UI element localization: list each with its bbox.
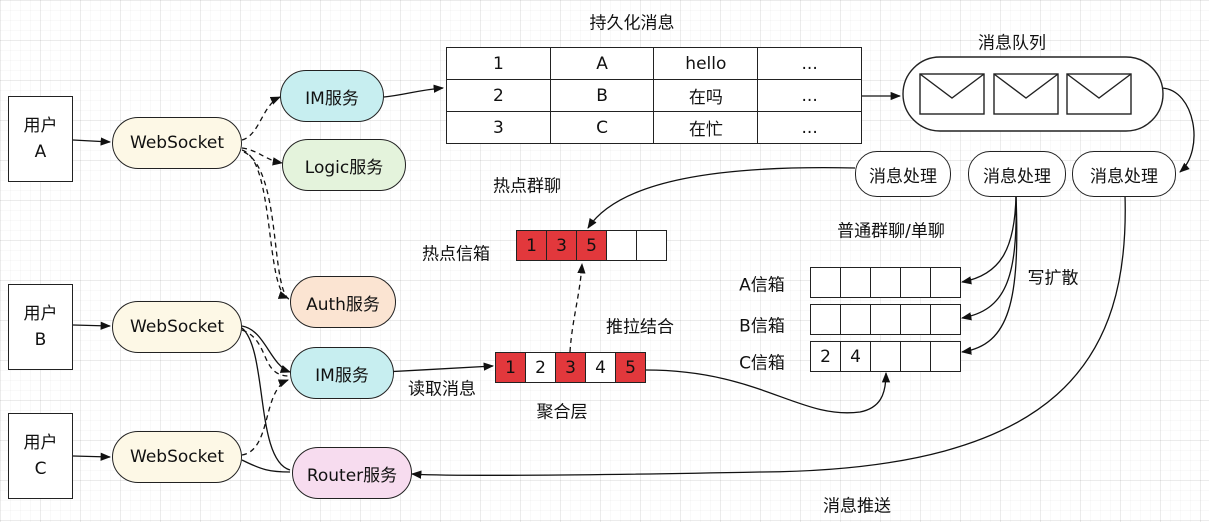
agg-cell: 5 (615, 352, 646, 383)
arrow-ws-a-im (241, 96, 281, 141)
agg-cell: 3 (555, 352, 586, 383)
arrow-proc-inbox-a (960, 194, 1017, 285)
normal-chat-title: 普通群聊/单聊 (837, 221, 945, 242)
persist-cell: 在忙 (653, 111, 759, 144)
im-service-top: IM服务 (280, 70, 384, 122)
websocket-c: WebSocket (112, 431, 242, 483)
inbox-cell (870, 304, 901, 335)
queue-title: 消息队列 (978, 33, 1046, 54)
persist-cell: A (549, 47, 655, 80)
hot-inbox-label: 热点信箱 (422, 244, 490, 265)
inbox-cell (930, 304, 961, 335)
inbox-c-label: C信箱 (739, 353, 785, 374)
auth-service: Auth服务 (290, 276, 396, 328)
inbox-c: 2 4 (810, 341, 961, 372)
arrow-ws-a-logic (241, 147, 284, 166)
envelope-icon (919, 73, 985, 115)
agg-layer-label: 聚合层 (536, 402, 588, 423)
processor-2: 消息处理 (968, 151, 1066, 197)
inbox-cell (900, 341, 931, 372)
persist-title: 持久化消息 (589, 13, 675, 34)
user-c-box: 用户 C (8, 413, 73, 499)
websocket-b: WebSocket (112, 301, 242, 353)
inbox-cell (810, 304, 841, 335)
push-label: 消息推送 (823, 496, 891, 517)
hot-inbox: 1 3 5 (516, 230, 667, 261)
persist-cell: 3 (446, 111, 551, 144)
persist-cell: C (549, 111, 655, 144)
persist-cell: ... (757, 47, 862, 80)
agg-cell: 1 (495, 352, 526, 383)
inbox-cell (870, 267, 901, 298)
hot-inbox-cell: 3 (546, 230, 577, 261)
logic-service: Logic服务 (282, 139, 406, 191)
arrow-agg-hot (569, 262, 586, 353)
arrow-agg-inbox-c (645, 369, 891, 414)
persist-cell: 1 (446, 47, 551, 80)
inbox-b (810, 304, 961, 335)
arrow-ws-b-im-2 (241, 329, 289, 377)
persist-cell: 2 (446, 79, 551, 112)
arrow-im-persist (383, 84, 445, 98)
websocket-a: WebSocket (112, 117, 242, 169)
envelope-icon (993, 73, 1059, 115)
hot-inbox-cell (636, 230, 667, 261)
aggregation-layer: 1 2 3 4 5 (495, 352, 646, 383)
envelope-icon (1066, 73, 1132, 115)
inbox-cell (870, 341, 901, 372)
inbox-cell (840, 304, 871, 335)
user-b-box: 用户 B (8, 284, 73, 370)
arrow-user-a-ws (72, 137, 112, 146)
arrow-im-agg (383, 362, 495, 373)
hot-group-title: 热点群聊 (493, 176, 561, 197)
persist-table: 1 A hello ... 2 B 在吗 ... 3 C 在忙 ... (446, 47, 862, 144)
hot-inbox-cell: 1 (516, 230, 547, 261)
arrow-user-b-ws (72, 321, 112, 330)
processor-3: 消息处理 (1072, 151, 1176, 197)
router-service: Router服务 (292, 447, 412, 499)
inbox-b-label: B信箱 (739, 316, 785, 337)
write-spread-label: 写扩散 (1027, 268, 1079, 289)
arrow-proc-inbox-b (960, 194, 1017, 321)
inbox-cell: 4 (840, 341, 871, 372)
persist-cell: 在吗 (653, 79, 759, 112)
inbox-a (810, 267, 961, 298)
message-queue (902, 56, 1164, 132)
agg-cell: 4 (585, 352, 616, 383)
arrow-proc-router (410, 194, 1126, 479)
inbox-cell (840, 267, 871, 298)
arrow-queue-proc (1161, 87, 1195, 173)
persist-cell: ... (757, 111, 862, 144)
push-pull-label: 推拉结合 (606, 317, 674, 338)
inbox-cell (930, 267, 961, 298)
hot-inbox-cell: 5 (576, 230, 607, 261)
inbox-cell (810, 267, 841, 298)
arrow-proc-hot (587, 167, 856, 229)
inbox-cell: 2 (810, 341, 841, 372)
persist-cell: ... (757, 79, 862, 112)
hot-inbox-cell (606, 230, 637, 261)
arrow-ws-c-router (241, 459, 291, 473)
user-a-box: 用户 A (8, 96, 73, 182)
read-msg-label: 读取消息 (408, 379, 476, 400)
arrow-ws-a-auth (241, 149, 289, 299)
inbox-a-label: A信箱 (739, 275, 785, 296)
agg-cell: 2 (525, 352, 556, 383)
inbox-cell (930, 341, 961, 372)
arrow-proc-inbox-c (960, 194, 1018, 355)
inbox-cell (900, 304, 931, 335)
inbox-cell (900, 267, 931, 298)
arrow-ws-b-router (241, 327, 291, 471)
arrow-user-c-ws (72, 452, 112, 461)
arrow-ws-b-im (241, 325, 291, 373)
arrow-ws-a-auth-2 (243, 151, 291, 301)
persist-cell: hello (653, 47, 759, 80)
im-service-mid: IM服务 (290, 347, 394, 399)
persist-cell: B (549, 79, 655, 112)
processor-1: 消息处理 (855, 151, 951, 197)
arrow-ws-c-im (241, 379, 289, 456)
